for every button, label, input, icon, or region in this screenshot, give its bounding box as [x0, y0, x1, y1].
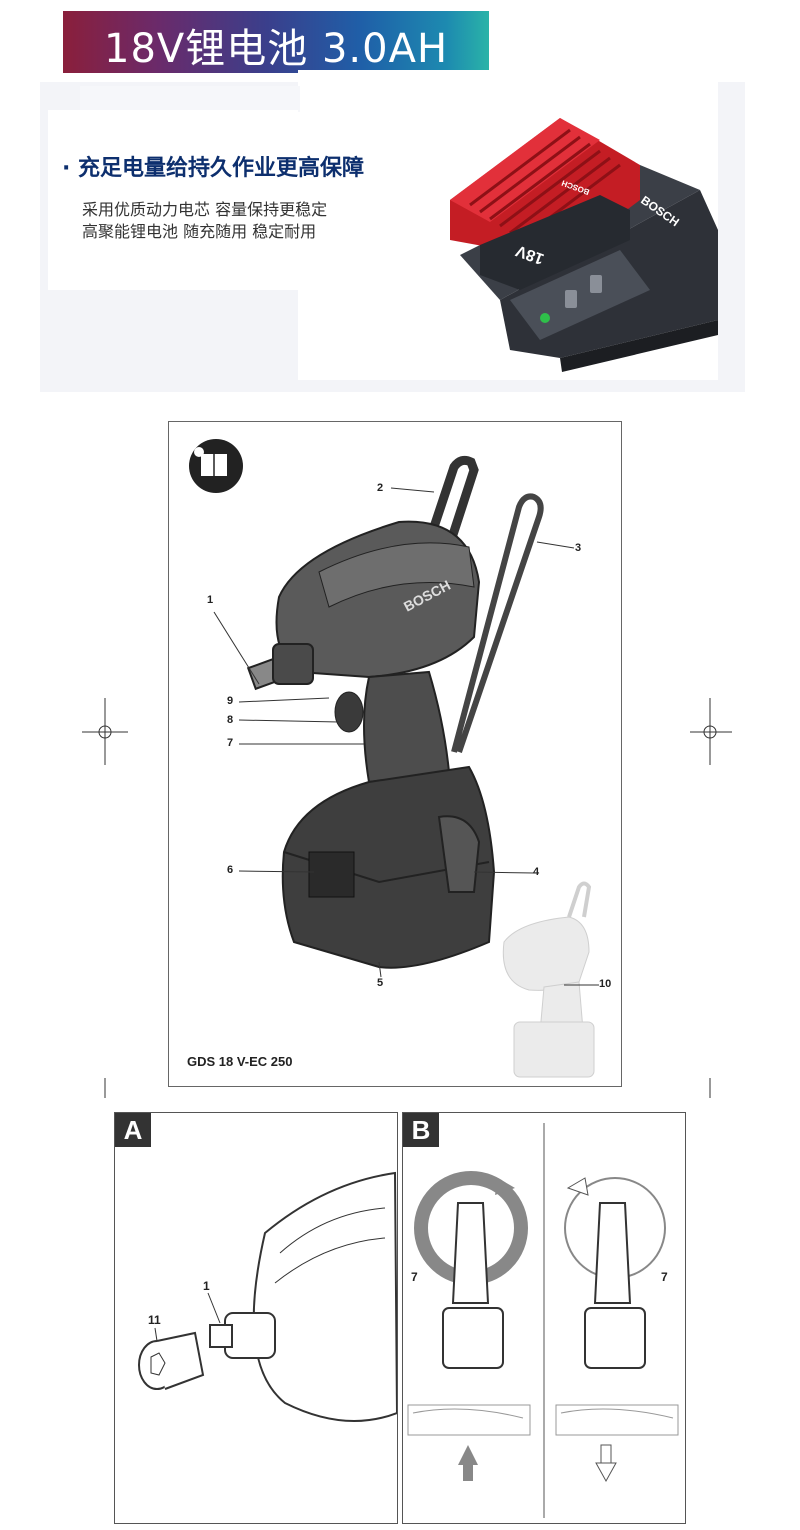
battery: 18V BOSCH [450, 118, 640, 290]
reverse-rotation-panel [555, 1177, 679, 1483]
promo-line-2: 高聚能锂电池 随充随用 稳定耐用 [82, 222, 317, 241]
impact-wrench-drawing: BOSCH [189, 439, 599, 1078]
figure-b: B 7 7 [402, 1112, 686, 1524]
callout-8: 8 [227, 714, 234, 726]
callout-7: 7 [227, 737, 234, 749]
figure-a: A 1 11 [114, 1112, 398, 1524]
figure-a-callout-1: 1 [203, 1279, 210, 1293]
callout-5: 5 [377, 977, 384, 989]
crosshair-right-icon [690, 698, 732, 765]
callout-10: 10 [599, 978, 612, 990]
promo-heading: · 充足电量给持久作业更高保障 [62, 156, 365, 181]
figure-b-callout-7-left: 7 [411, 1270, 418, 1284]
figure-b-callout-7-right: 7 [661, 1270, 668, 1284]
figure-a-callout-11: 11 [148, 1313, 161, 1327]
callout-6: 6 [227, 864, 234, 876]
callout-3: 3 [575, 542, 582, 554]
title-banner [63, 11, 489, 73]
promo-line-1: 采用优质动力电芯 容量保持更稳定 [82, 200, 328, 219]
banner-title: 18V锂电池 3.0AH [104, 26, 449, 72]
crosshair-left-icon [82, 698, 128, 765]
forward-rotation-panel [407, 1171, 531, 1481]
rotation-direction-drawing [407, 1123, 679, 1518]
promo-strip [80, 86, 300, 112]
model-label: GDS 18 V-EC 250 [187, 1054, 293, 1069]
socket-attach-drawing [138, 1171, 397, 1422]
promo-text-card [48, 110, 298, 290]
callout-9: 9 [227, 695, 234, 707]
callout-1: 1 [207, 594, 214, 606]
battery-charger-illustration: BOSCH 18V BOSCH [450, 118, 718, 372]
figure-b-letter: B [403, 1113, 439, 1147]
callout-2: 2 [377, 482, 384, 494]
figure-a-letter: A [115, 1113, 151, 1147]
charger-led-icon [540, 313, 550, 323]
manual-figure-main: BOSCH 1 2 [168, 421, 622, 1087]
read-manual-icon [189, 439, 243, 493]
callout-4: 4 [533, 866, 540, 878]
